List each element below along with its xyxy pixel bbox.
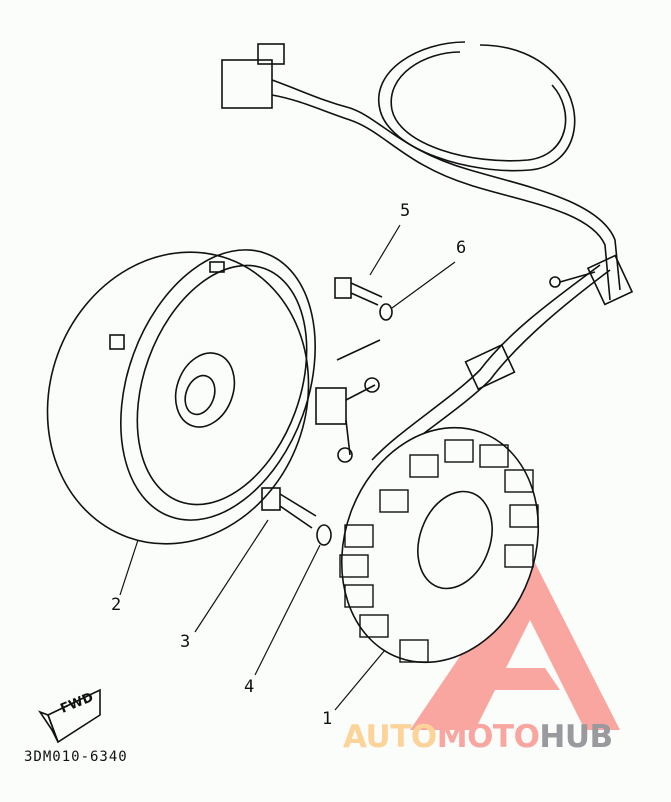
pickup-coil <box>315 339 381 463</box>
part-code: 3DM010-6340 <box>24 749 128 765</box>
leader-lines <box>119 224 456 711</box>
flywheel-rotor <box>46 249 316 545</box>
callout-4: 4 <box>244 677 255 697</box>
bolt-5 <box>334 277 383 306</box>
watermark-logo-triangle <box>410 553 620 730</box>
bolt-3 <box>261 487 317 529</box>
callout-2: 2 <box>111 595 122 615</box>
callout-5: 5 <box>400 201 411 221</box>
watermark-hub: HUB <box>539 719 613 755</box>
callout-3: 3 <box>180 632 191 652</box>
callout-6: 6 <box>456 238 467 258</box>
fwd-arrow-badge <box>37 688 101 744</box>
watermark-auto: AUTO <box>343 719 437 755</box>
wire-harness <box>221 41 634 511</box>
watermark-text: AUTOMOTOHUB <box>343 722 613 753</box>
watermark-moto: MOTO <box>436 719 540 755</box>
washer-6 <box>379 303 393 321</box>
callout-1: 1 <box>322 709 333 729</box>
stator-assembly <box>339 426 540 664</box>
washer-4 <box>316 524 332 546</box>
